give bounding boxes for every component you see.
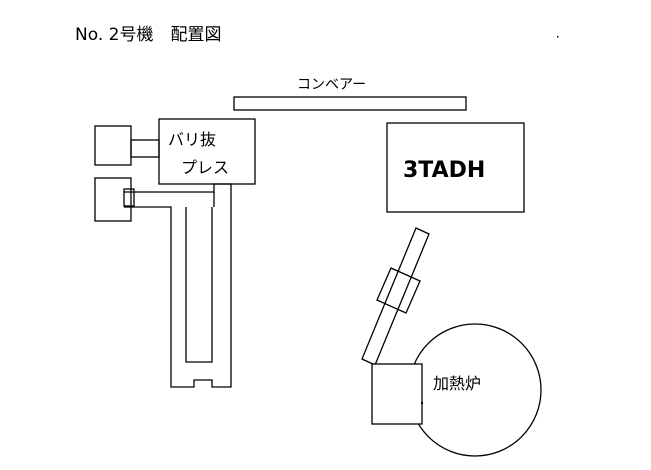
- loader-carriage: [376, 267, 421, 314]
- furnace-label: 加熱炉: [433, 374, 481, 393]
- press-label-line2: プレス: [181, 158, 229, 177]
- press-connector: [130, 139, 160, 158]
- conveyor-label: コンベアー: [297, 77, 366, 93]
- stray-mark: [557, 36, 559, 38]
- machine-box: [386, 122, 525, 213]
- conveyor: [233, 96, 467, 111]
- transfer-track: [124, 183, 232, 388]
- press-unit-box-bottom: [94, 177, 132, 222]
- diagram-title: No. 2号機 配置図: [75, 25, 221, 45]
- transfer-track-inner: [185, 207, 213, 363]
- machine-label: 3TADH: [403, 158, 485, 183]
- furnace-mark: [421, 402, 423, 404]
- press-unit-box-top: [94, 125, 132, 166]
- transfer-stub: [123, 188, 135, 207]
- loader-arm: [361, 227, 430, 366]
- press-box: [158, 118, 256, 185]
- furnace-loading-box: [371, 363, 423, 425]
- press-label-line1: バリ抜: [168, 130, 216, 149]
